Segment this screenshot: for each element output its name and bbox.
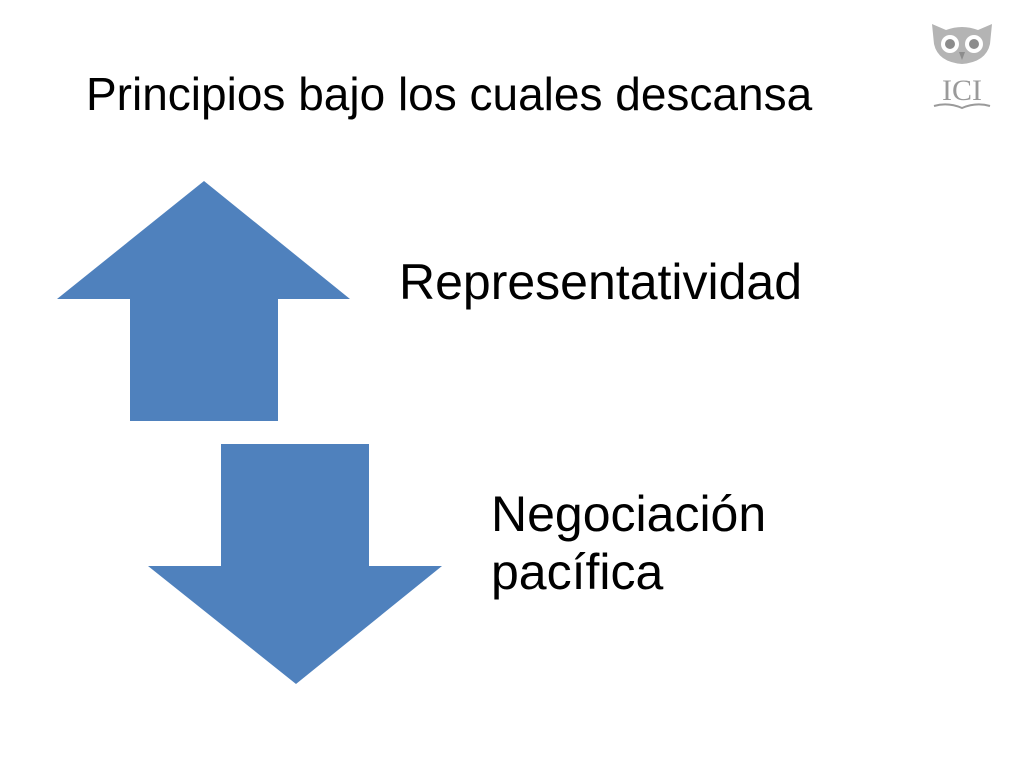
slide-title: Principios bajo los cuales descansa <box>86 68 813 120</box>
ici-owl-logo: ICI <box>932 24 992 110</box>
down-arrow <box>148 444 442 684</box>
book-icon <box>933 103 991 110</box>
up-arrow <box>57 181 350 421</box>
owl-icon <box>932 24 992 64</box>
negociacion-pacifica-label: Negociación pacífica <box>491 486 767 600</box>
logo-text: ICI <box>942 74 982 107</box>
representatividad-label: Representatividad <box>399 254 803 310</box>
